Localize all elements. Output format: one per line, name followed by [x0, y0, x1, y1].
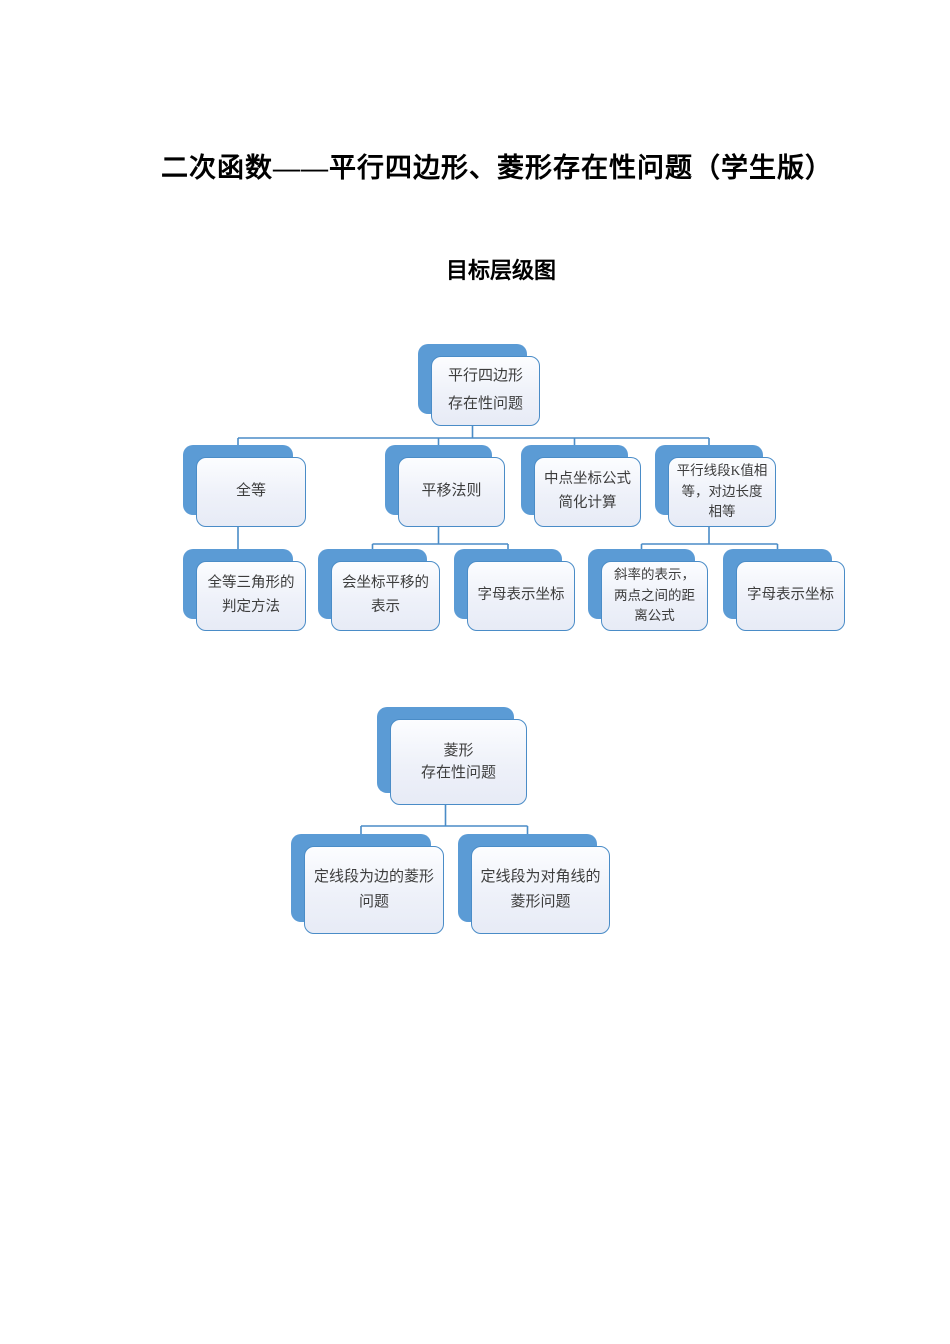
node-rhombus-fixed-side: 定线段为边的菱形 问题 — [291, 834, 444, 934]
node-card: 全等 — [196, 457, 306, 527]
node-card: 中点坐标公式 简化计算 — [534, 457, 641, 527]
node-translation-rule: 平移法则 — [385, 445, 505, 527]
node-card: 定线段为边的菱形 问题 — [304, 846, 444, 934]
node-label: 菱形 存在性问题 — [420, 742, 496, 782]
node-label: 平行线段K值相 等，对边长度 相等 — [676, 462, 768, 520]
page-title: 二次函数——平行四边形、菱形存在性问题（学生版） — [161, 153, 833, 183]
node-coordinate-translation: 会坐标平移的 表示 — [318, 549, 440, 631]
connector-rhombus-root-to-children — [360, 805, 529, 834]
node-label: 平行四边形 存在性问题 — [447, 368, 523, 412]
node-label: 全等 — [235, 483, 266, 500]
node-label: 字母表示坐标 — [477, 587, 565, 604]
node-midpoint-formula: 中点坐标公式 简化计算 — [521, 445, 641, 527]
node-label: 定线段为边的菱形 问题 — [313, 868, 434, 911]
connector-parallelogram-root-to-level2 — [237, 426, 710, 445]
node-card: 斜率的表示， 两点之间的距 离公式 — [601, 561, 708, 631]
node-card: 平行线段K值相 等，对边长度 相等 — [668, 457, 776, 527]
node-card: 会坐标平移的 表示 — [331, 561, 440, 631]
node-label: 斜率的表示， 两点之间的距 离公式 — [614, 566, 695, 624]
connector-translation-to-children — [371, 527, 509, 549]
node-congruence: 全等 — [183, 445, 306, 527]
node-rhombus-root: 菱形 存在性问题 — [377, 707, 527, 805]
node-rhombus-fixed-diagonal: 定线段为对角线的 菱形问题 — [458, 834, 610, 934]
connector-kvalue-to-children — [640, 527, 779, 549]
node-label: 定线段为对角线的 菱形问题 — [480, 868, 601, 911]
node-card: 字母表示坐标 — [467, 561, 575, 631]
node-label: 字母表示坐标 — [747, 587, 834, 604]
node-card: 字母表示坐标 — [736, 561, 845, 631]
node-card: 平行四边形 存在性问题 — [431, 356, 540, 426]
node-card: 定线段为对角线的 菱形问题 — [471, 846, 610, 934]
node-slope-distance-formula: 斜率的表示， 两点之间的距 离公式 — [588, 549, 708, 631]
node-label: 中点坐标公式 简化计算 — [544, 471, 631, 511]
node-congruent-triangle-methods: 全等三角形的 判定方法 — [183, 549, 306, 631]
node-parallel-k-value: 平行线段K值相 等，对边长度 相等 — [655, 445, 776, 527]
node-label: 平移法则 — [421, 483, 482, 500]
node-card: 菱形 存在性问题 — [390, 719, 527, 805]
node-letter-coordinates-2: 字母表示坐标 — [723, 549, 845, 631]
node-label: 全等三角形的 判定方法 — [207, 575, 295, 615]
node-letter-coordinates-1: 字母表示坐标 — [454, 549, 575, 631]
node-card: 全等三角形的 判定方法 — [196, 561, 306, 631]
node-card: 平移法则 — [398, 457, 505, 527]
section-heading: 目标层级图 — [445, 258, 556, 283]
node-label: 会坐标平移的 表示 — [342, 575, 429, 615]
node-parallelogram-root: 平行四边形 存在性问题 — [418, 344, 540, 426]
